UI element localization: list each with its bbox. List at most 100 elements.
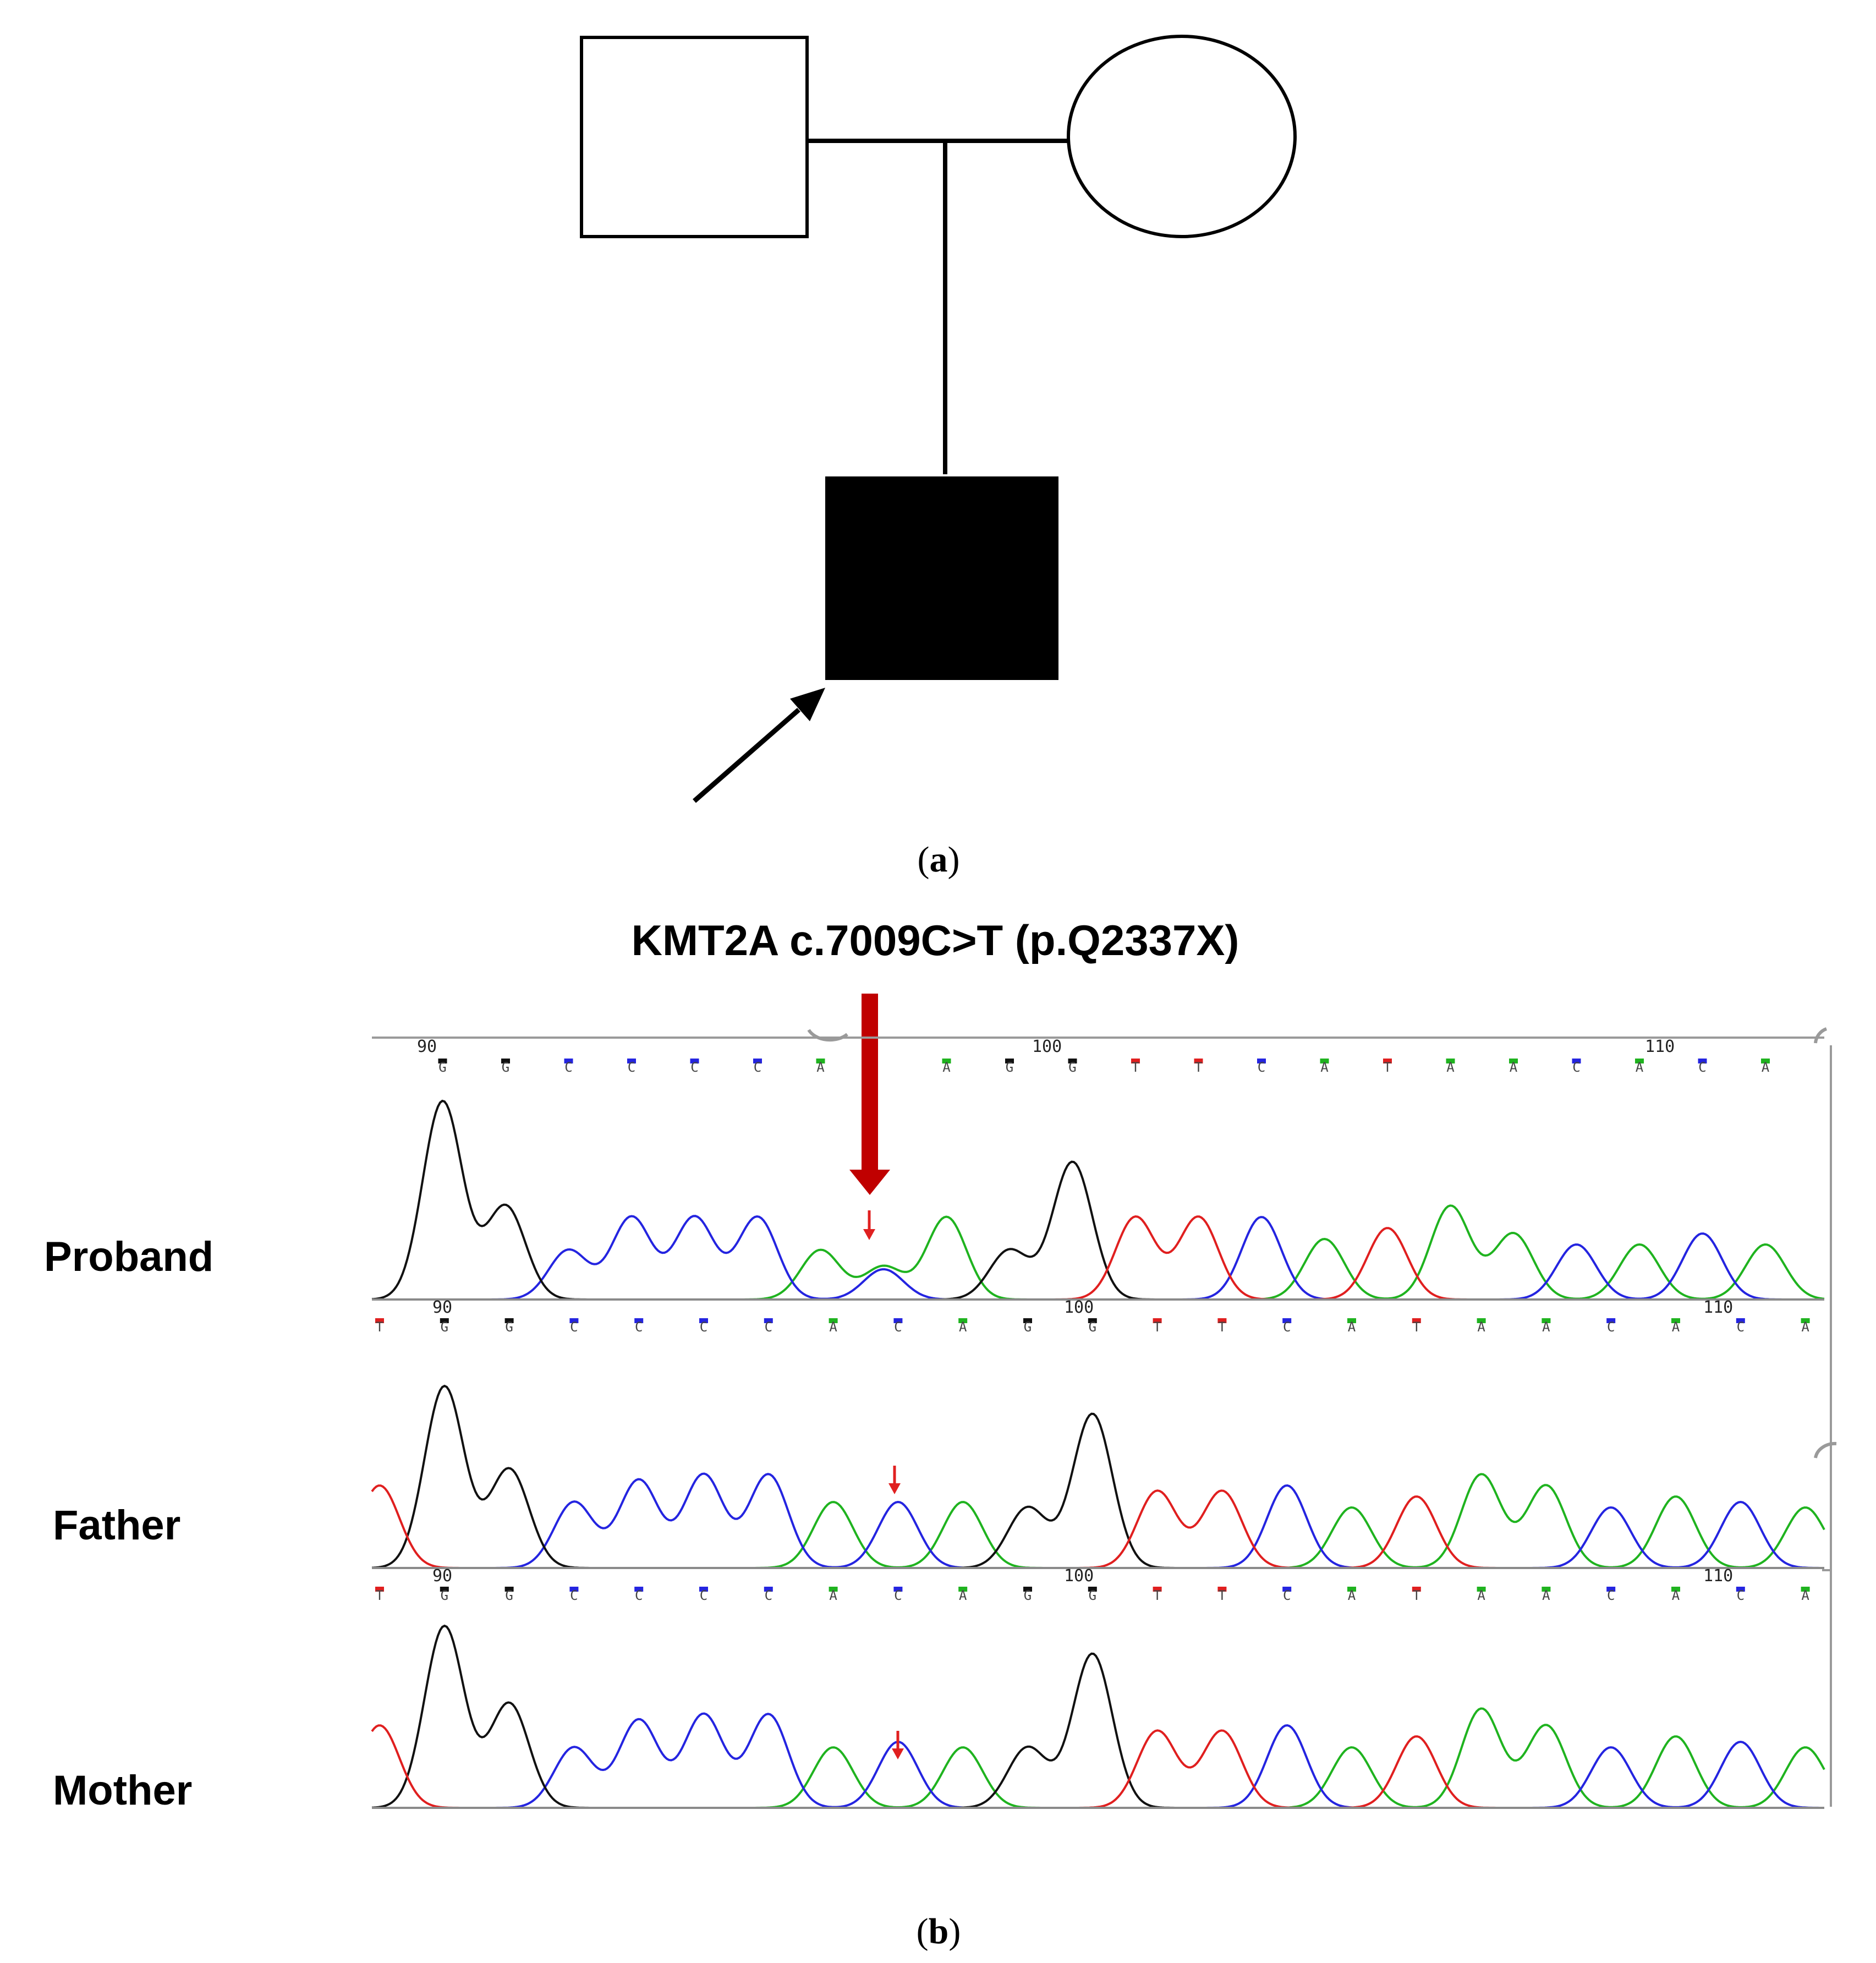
trace-curve-T: [371, 1724, 1824, 1809]
base-call-marker: [440, 1587, 449, 1592]
base-call-marker: [440, 1318, 449, 1323]
base-call-marker: [1257, 1059, 1266, 1063]
base-call-marker: [1153, 1318, 1162, 1323]
base-call-marker: [375, 1318, 384, 1323]
base-call-marker: [1801, 1318, 1810, 1323]
base-call-marker: [1088, 1318, 1097, 1323]
base-call-marker: [1088, 1587, 1097, 1592]
base-call-marker: [816, 1059, 825, 1063]
base-call-letter: G: [1024, 1588, 1032, 1603]
small-mutation-arrow: [892, 1731, 904, 1759]
base-call-marker: [1194, 1059, 1203, 1063]
base-call-marker: [1801, 1587, 1810, 1592]
base-call-letter: C: [570, 1588, 578, 1603]
base-call-marker: [1606, 1318, 1616, 1323]
base-call-letter: T: [1218, 1588, 1226, 1603]
base-call-marker: [1347, 1318, 1356, 1323]
base-call-letter: G: [1068, 1060, 1076, 1075]
base-call-marker: [569, 1587, 579, 1592]
base-call-letter: C: [1698, 1060, 1706, 1075]
base-call-letter: C: [635, 1319, 643, 1335]
base-call-marker: [1509, 1059, 1518, 1063]
small-mutation-arrow: [888, 1466, 901, 1494]
base-call-letter: C: [690, 1060, 698, 1075]
base-call-marker: [501, 1059, 510, 1063]
base-call-letter: A: [1446, 1060, 1455, 1075]
base-call-marker: [634, 1318, 644, 1323]
position-label: 90: [417, 1037, 437, 1056]
base-call-letter: T: [1384, 1060, 1391, 1075]
base-call-marker: [893, 1587, 903, 1592]
base-call-letter: A: [829, 1588, 837, 1603]
small-mutation-arrow: [863, 1210, 875, 1240]
base-call-marker: [829, 1318, 838, 1323]
base-call-letter: A: [1510, 1060, 1518, 1075]
base-call-marker: [1635, 1059, 1644, 1063]
trace-label-proband: Proband: [44, 1233, 213, 1280]
position-label: 110: [1645, 1037, 1675, 1056]
base-call-marker: [1131, 1059, 1140, 1063]
base-call-letter: A: [1477, 1319, 1485, 1335]
trace-curve-G: [371, 1384, 1824, 1569]
base-call-marker: [1023, 1318, 1032, 1323]
base-call-marker: [1217, 1318, 1227, 1323]
base-call-marker: [1671, 1318, 1680, 1323]
base-call-marker: [1606, 1587, 1616, 1592]
base-call-letter: A: [1348, 1588, 1356, 1603]
base-call-marker: [1698, 1059, 1707, 1063]
base-call-letter: T: [1413, 1588, 1420, 1603]
base-call-marker: [1153, 1587, 1162, 1592]
pedigree: [580, 35, 1297, 803]
trace-curve-C: [372, 1472, 1824, 1569]
base-call-letter: G: [502, 1060, 509, 1075]
base-call-letter: G: [1089, 1319, 1096, 1335]
base-call-letter: C: [700, 1588, 707, 1603]
base-call-marker: [1282, 1318, 1292, 1323]
base-call-marker: [564, 1059, 573, 1063]
base-call-marker: [753, 1059, 762, 1063]
base-call-marker: [375, 1587, 384, 1592]
base-call-marker: [764, 1587, 773, 1592]
trace-curve-A: [372, 1473, 1825, 1569]
base-call-marker: [1282, 1587, 1292, 1592]
trace-curve-T: [371, 1484, 1824, 1569]
base-call-marker: [1446, 1059, 1455, 1063]
base-call-letter: G: [505, 1319, 513, 1335]
base-call-letter: G: [1024, 1319, 1032, 1335]
base-call-marker: [504, 1318, 514, 1323]
base-call-letter: A: [959, 1319, 967, 1335]
base-call-marker: [569, 1318, 579, 1323]
base-call-letter: A: [1542, 1588, 1550, 1603]
base-call-marker: [1736, 1318, 1745, 1323]
base-call-letter: A: [1801, 1588, 1809, 1603]
base-call-marker: [829, 1587, 838, 1592]
base-call-letter: T: [1218, 1319, 1226, 1335]
chromatogram-frame: [372, 1027, 1837, 1807]
position-label: 100: [1064, 1566, 1094, 1586]
mutation-arrow: [849, 994, 890, 1195]
variant-title: KMT2A c.7009C>T (p.Q2337X): [632, 916, 1239, 964]
base-call-letter: C: [635, 1588, 643, 1603]
panel-a-label: (a): [918, 840, 960, 880]
base-call-letter: A: [1477, 1588, 1485, 1603]
base-call-marker: [699, 1587, 708, 1592]
base-call-letter: T: [1194, 1060, 1202, 1075]
base-call-marker: [1542, 1587, 1551, 1592]
base-call-letter: T: [376, 1319, 383, 1335]
base-call-letter: C: [765, 1319, 772, 1335]
base-call-marker: [1736, 1587, 1745, 1592]
father-symbol: [580, 36, 809, 238]
base-call-letter: A: [959, 1588, 967, 1603]
base-call-letter: A: [1672, 1588, 1680, 1603]
base-call-letter: A: [1636, 1060, 1644, 1075]
position-label: 110: [1703, 1566, 1733, 1586]
base-call-letter: C: [894, 1319, 902, 1335]
base-call-marker: [634, 1587, 644, 1592]
base-call-marker: [1068, 1059, 1077, 1063]
base-call-letter: C: [765, 1588, 772, 1603]
base-call-letter: T: [1413, 1319, 1420, 1335]
base-call-marker: [1383, 1059, 1392, 1063]
base-call-marker: [1671, 1587, 1680, 1592]
base-call-marker: [1412, 1587, 1421, 1592]
